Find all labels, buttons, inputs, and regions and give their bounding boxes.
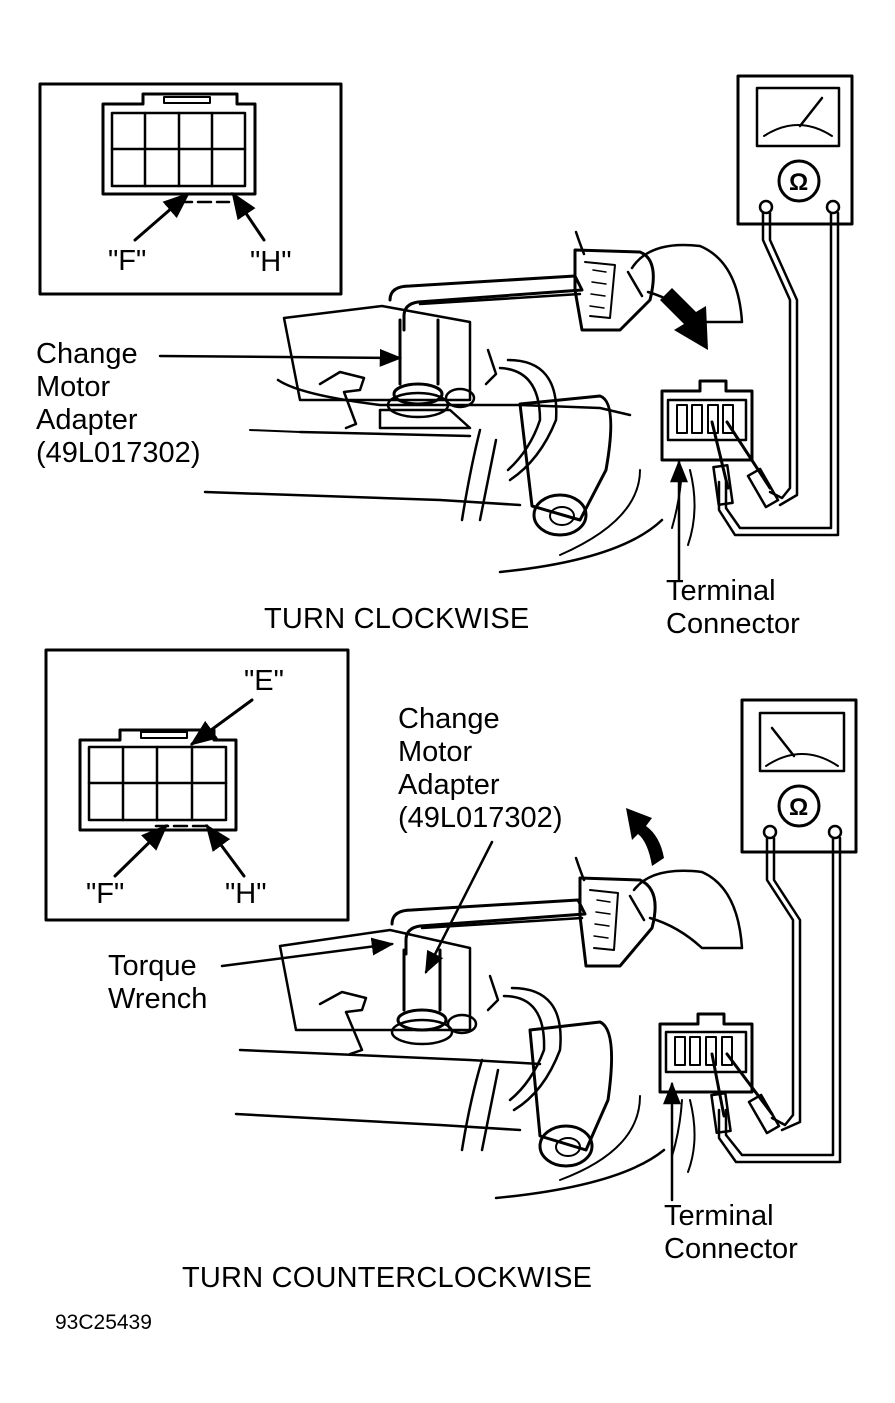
bottom-torque-label-line-2: Wrench	[108, 983, 208, 1015]
bottom-adapter-leader	[424, 840, 494, 975]
bottom-terminal-label-line-1: Terminal	[664, 1200, 774, 1232]
top-panel	[38, 74, 854, 582]
bottom-mechanism-sketch	[234, 856, 744, 1200]
top-adapter-label-line-3: Adapter	[36, 404, 138, 436]
bottom-terminal-connector	[658, 1012, 781, 1173]
bottom-label-h: "H"	[225, 878, 267, 910]
top-meter-symbol: Ω	[789, 169, 809, 196]
bottom-adapter-label-line-2: Motor	[398, 736, 473, 768]
bottom-terminal-label-line-2: Connector	[664, 1233, 798, 1265]
top-adapter-label-line-1: Change	[36, 338, 138, 370]
top-adapter-label-line-4: (49L017302)	[36, 437, 201, 469]
bottom-torque-leader	[220, 937, 395, 968]
bottom-terminal-label: Terminal Connector	[664, 1200, 798, 1266]
top-adapter-label: Change Motor Adapter (49L017302)	[36, 338, 200, 470]
bottom-connector-inset	[44, 648, 350, 922]
bottom-rotation-arrow	[626, 808, 664, 866]
bottom-caption: TURN COUNTERCLOCKWISE	[182, 1262, 593, 1294]
bottom-torque-label-line-1: Torque	[108, 950, 197, 982]
bottom-meter-symbol: Ω	[789, 794, 809, 821]
top-connector-inset	[38, 82, 343, 296]
bottom-label-e: "E"	[244, 665, 284, 697]
bottom-label-f: "F"	[86, 878, 125, 910]
top-label-h: "H"	[250, 246, 292, 278]
top-terminal-connector	[660, 379, 780, 546]
bottom-ohmmeter	[717, 698, 858, 1164]
top-ohmmeter	[717, 74, 854, 537]
top-adapter-leader	[158, 348, 403, 367]
top-rotation-arrow	[660, 288, 708, 350]
top-terminal-label-line-1: Terminal	[666, 575, 776, 607]
bottom-adapter-label-line-4: (49L017302)	[398, 802, 563, 834]
top-adapter-label-line-2: Motor	[36, 371, 111, 403]
top-mechanism-sketch	[203, 230, 744, 574]
top-caption: TURN CLOCKWISE	[264, 603, 530, 635]
top-terminal-label: Terminal Connector	[666, 575, 800, 641]
figure-code: 93C25439	[55, 1311, 152, 1334]
bottom-adapter-label-line-3: Adapter	[398, 769, 500, 801]
bottom-panel	[44, 648, 858, 1202]
top-label-f: "F"	[108, 245, 147, 277]
bottom-adapter-label: Change Motor Adapter (49L017302)	[398, 703, 562, 835]
top-terminal-label-line-2: Connector	[666, 608, 800, 640]
bottom-torque-label: Torque Wrench	[108, 950, 207, 1016]
bottom-adapter-label-line-1: Change	[398, 703, 500, 735]
